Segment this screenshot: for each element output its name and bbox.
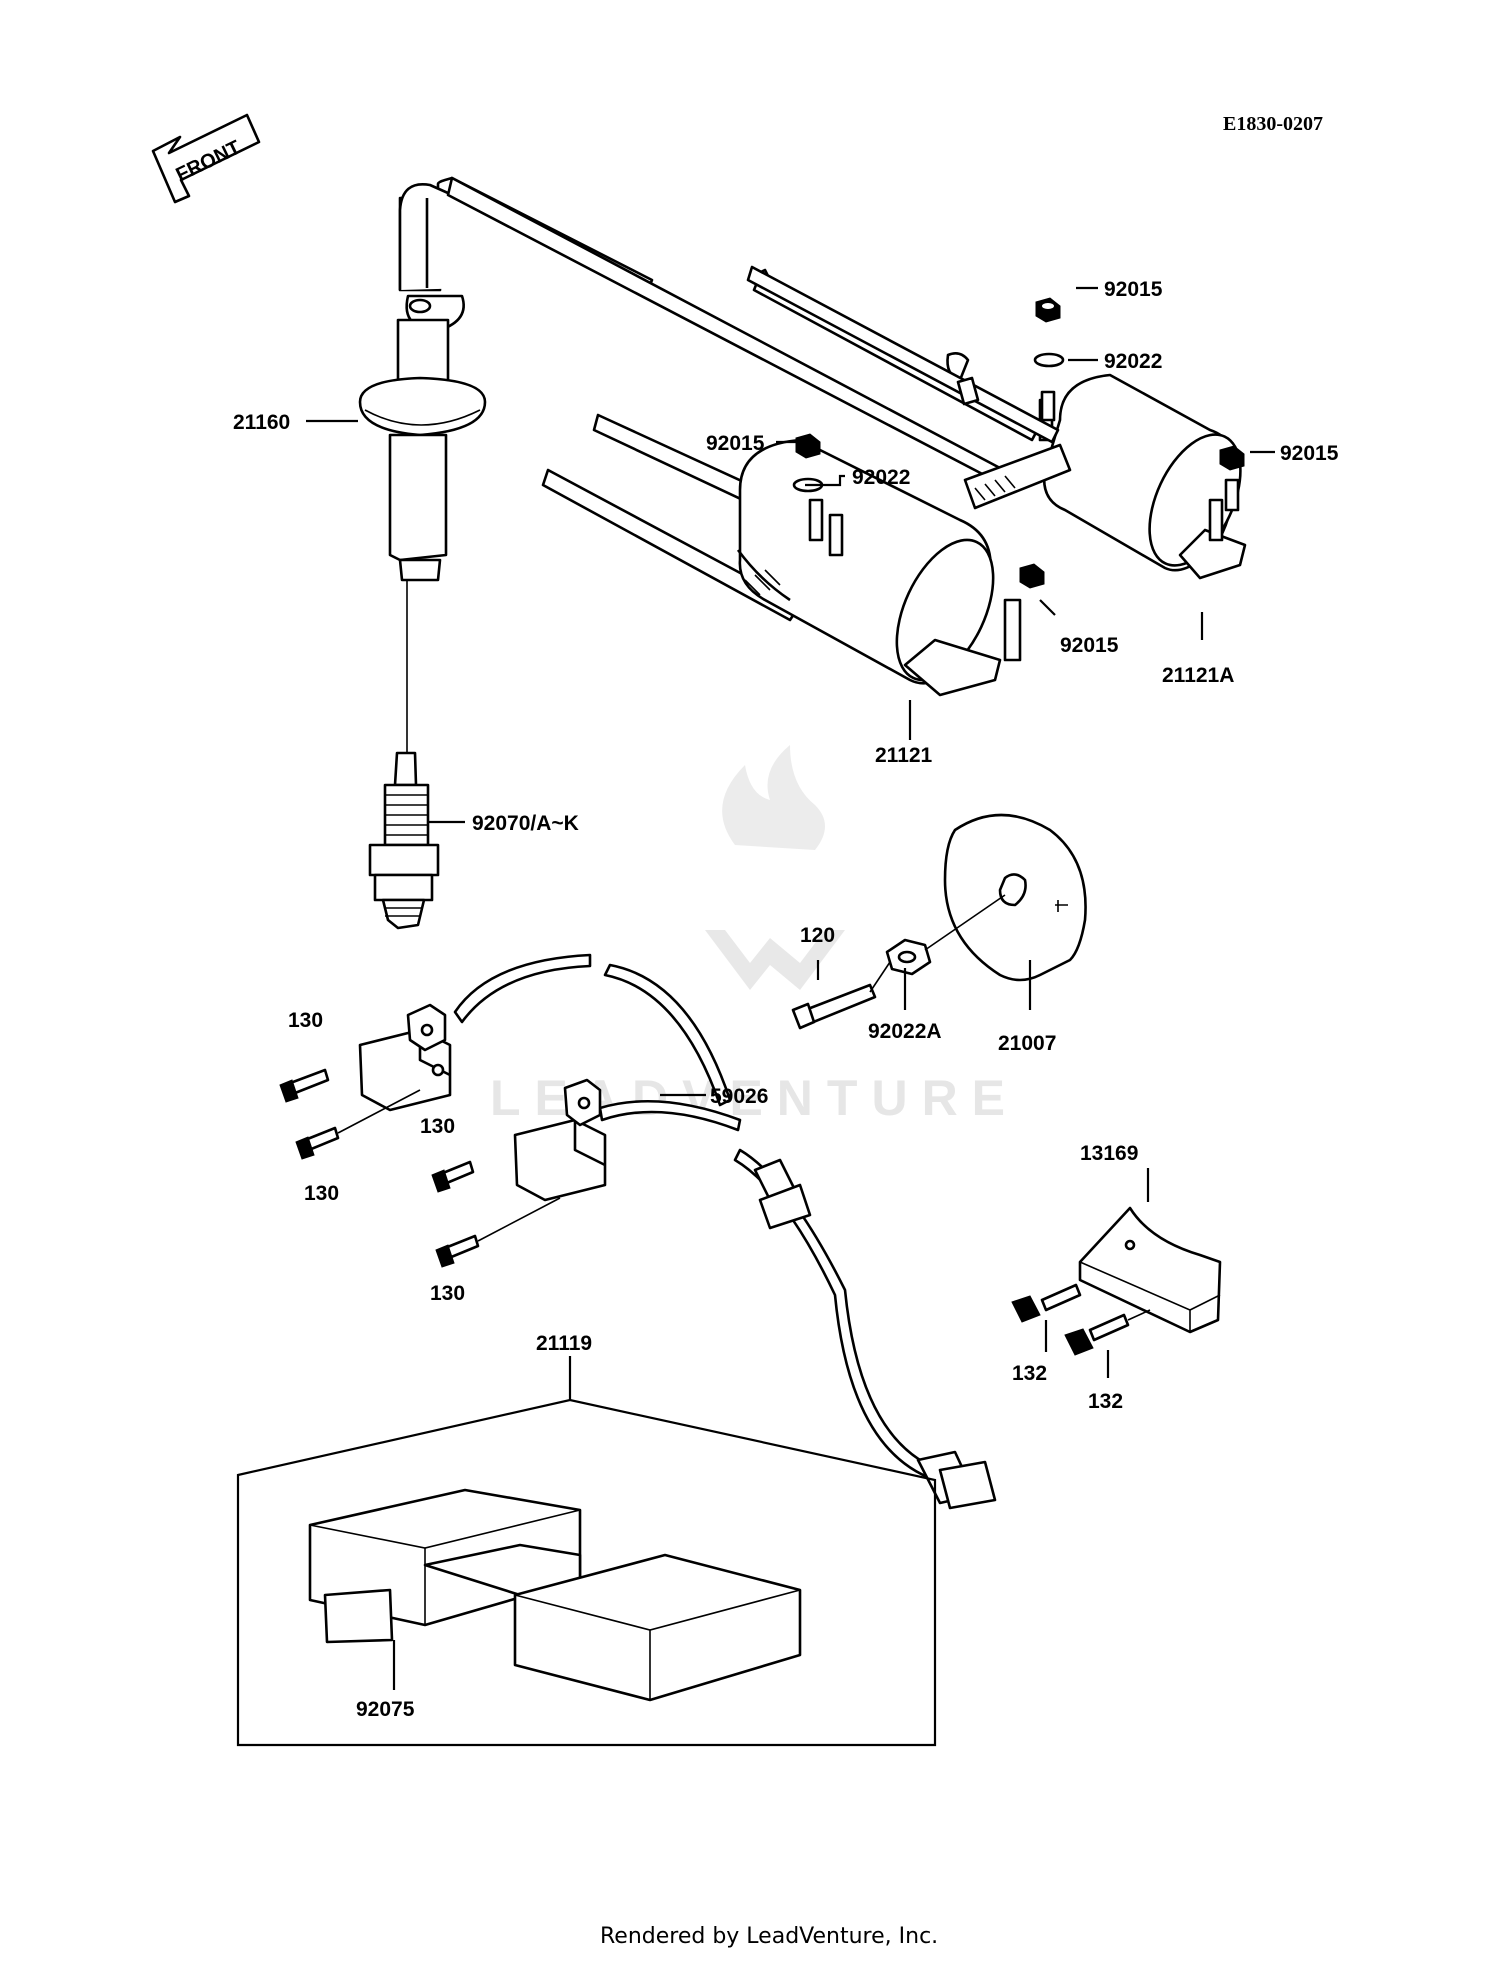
callout-92022A: 92022A (868, 1020, 942, 1043)
callout-132-a: 132 (1012, 1362, 1047, 1385)
callout-92015-d: 92015 (1060, 634, 1119, 657)
callout-120: 120 (800, 924, 835, 947)
nuts-washers (792, 297, 1245, 589)
ht-lead-upper (746, 265, 1060, 444)
lead-sleeve (956, 376, 980, 406)
bracket-assembly (1011, 1206, 1222, 1356)
callout-130-c: 130 (420, 1115, 455, 1138)
callout-92015-b: 92015 (706, 432, 765, 455)
igniter-kit-box (236, 1398, 937, 1747)
callout-21007: 21007 (998, 1032, 1056, 1055)
callout-21160: 21160 (233, 411, 290, 434)
callout-92015-c: 92015 (1280, 442, 1339, 465)
ignition-coil-front (541, 413, 1022, 697)
pulser-unit-upper (279, 1003, 452, 1160)
callout-59026: 59026 (710, 1085, 768, 1108)
callout-92015-a: 92015 (1104, 278, 1163, 301)
spark-plug (368, 751, 440, 930)
callout-21121A: 21121A (1162, 664, 1234, 687)
callout-130-a: 130 (288, 1009, 323, 1032)
diagram-code: E1830-0207 (1223, 113, 1323, 135)
pickup-plate-assembly (791, 813, 1087, 1030)
callout-92022-a: 92022 (1104, 350, 1162, 373)
front-arrow-icon: FRONT (151, 113, 261, 204)
alignment-line (924, 894, 1006, 951)
footer-credit: Rendered by LeadVenture, Inc. (600, 1924, 938, 1949)
callout-13169: 13169 (1080, 1142, 1138, 1165)
callout-92070: 92070/A~K (472, 812, 579, 835)
watermark: LEADVENTURE (490, 745, 1005, 1126)
leader-lines (306, 286, 1275, 1690)
pulser-unit-lower (431, 1078, 607, 1268)
callout-21119: 21119 (536, 1332, 592, 1355)
wiring-harness (453, 953, 997, 1510)
callout-130-d: 130 (430, 1282, 465, 1305)
part-callouts: 21160 92015 92022 92015 92022 92015 9201… (233, 278, 1339, 1721)
callout-92022-b: 92022 (852, 466, 910, 489)
callout-92075: 92075 (356, 1698, 415, 1721)
callout-132-b: 132 (1088, 1390, 1123, 1413)
callout-21121: 21121 (875, 744, 933, 767)
callout-130-b: 130 (304, 1182, 339, 1205)
